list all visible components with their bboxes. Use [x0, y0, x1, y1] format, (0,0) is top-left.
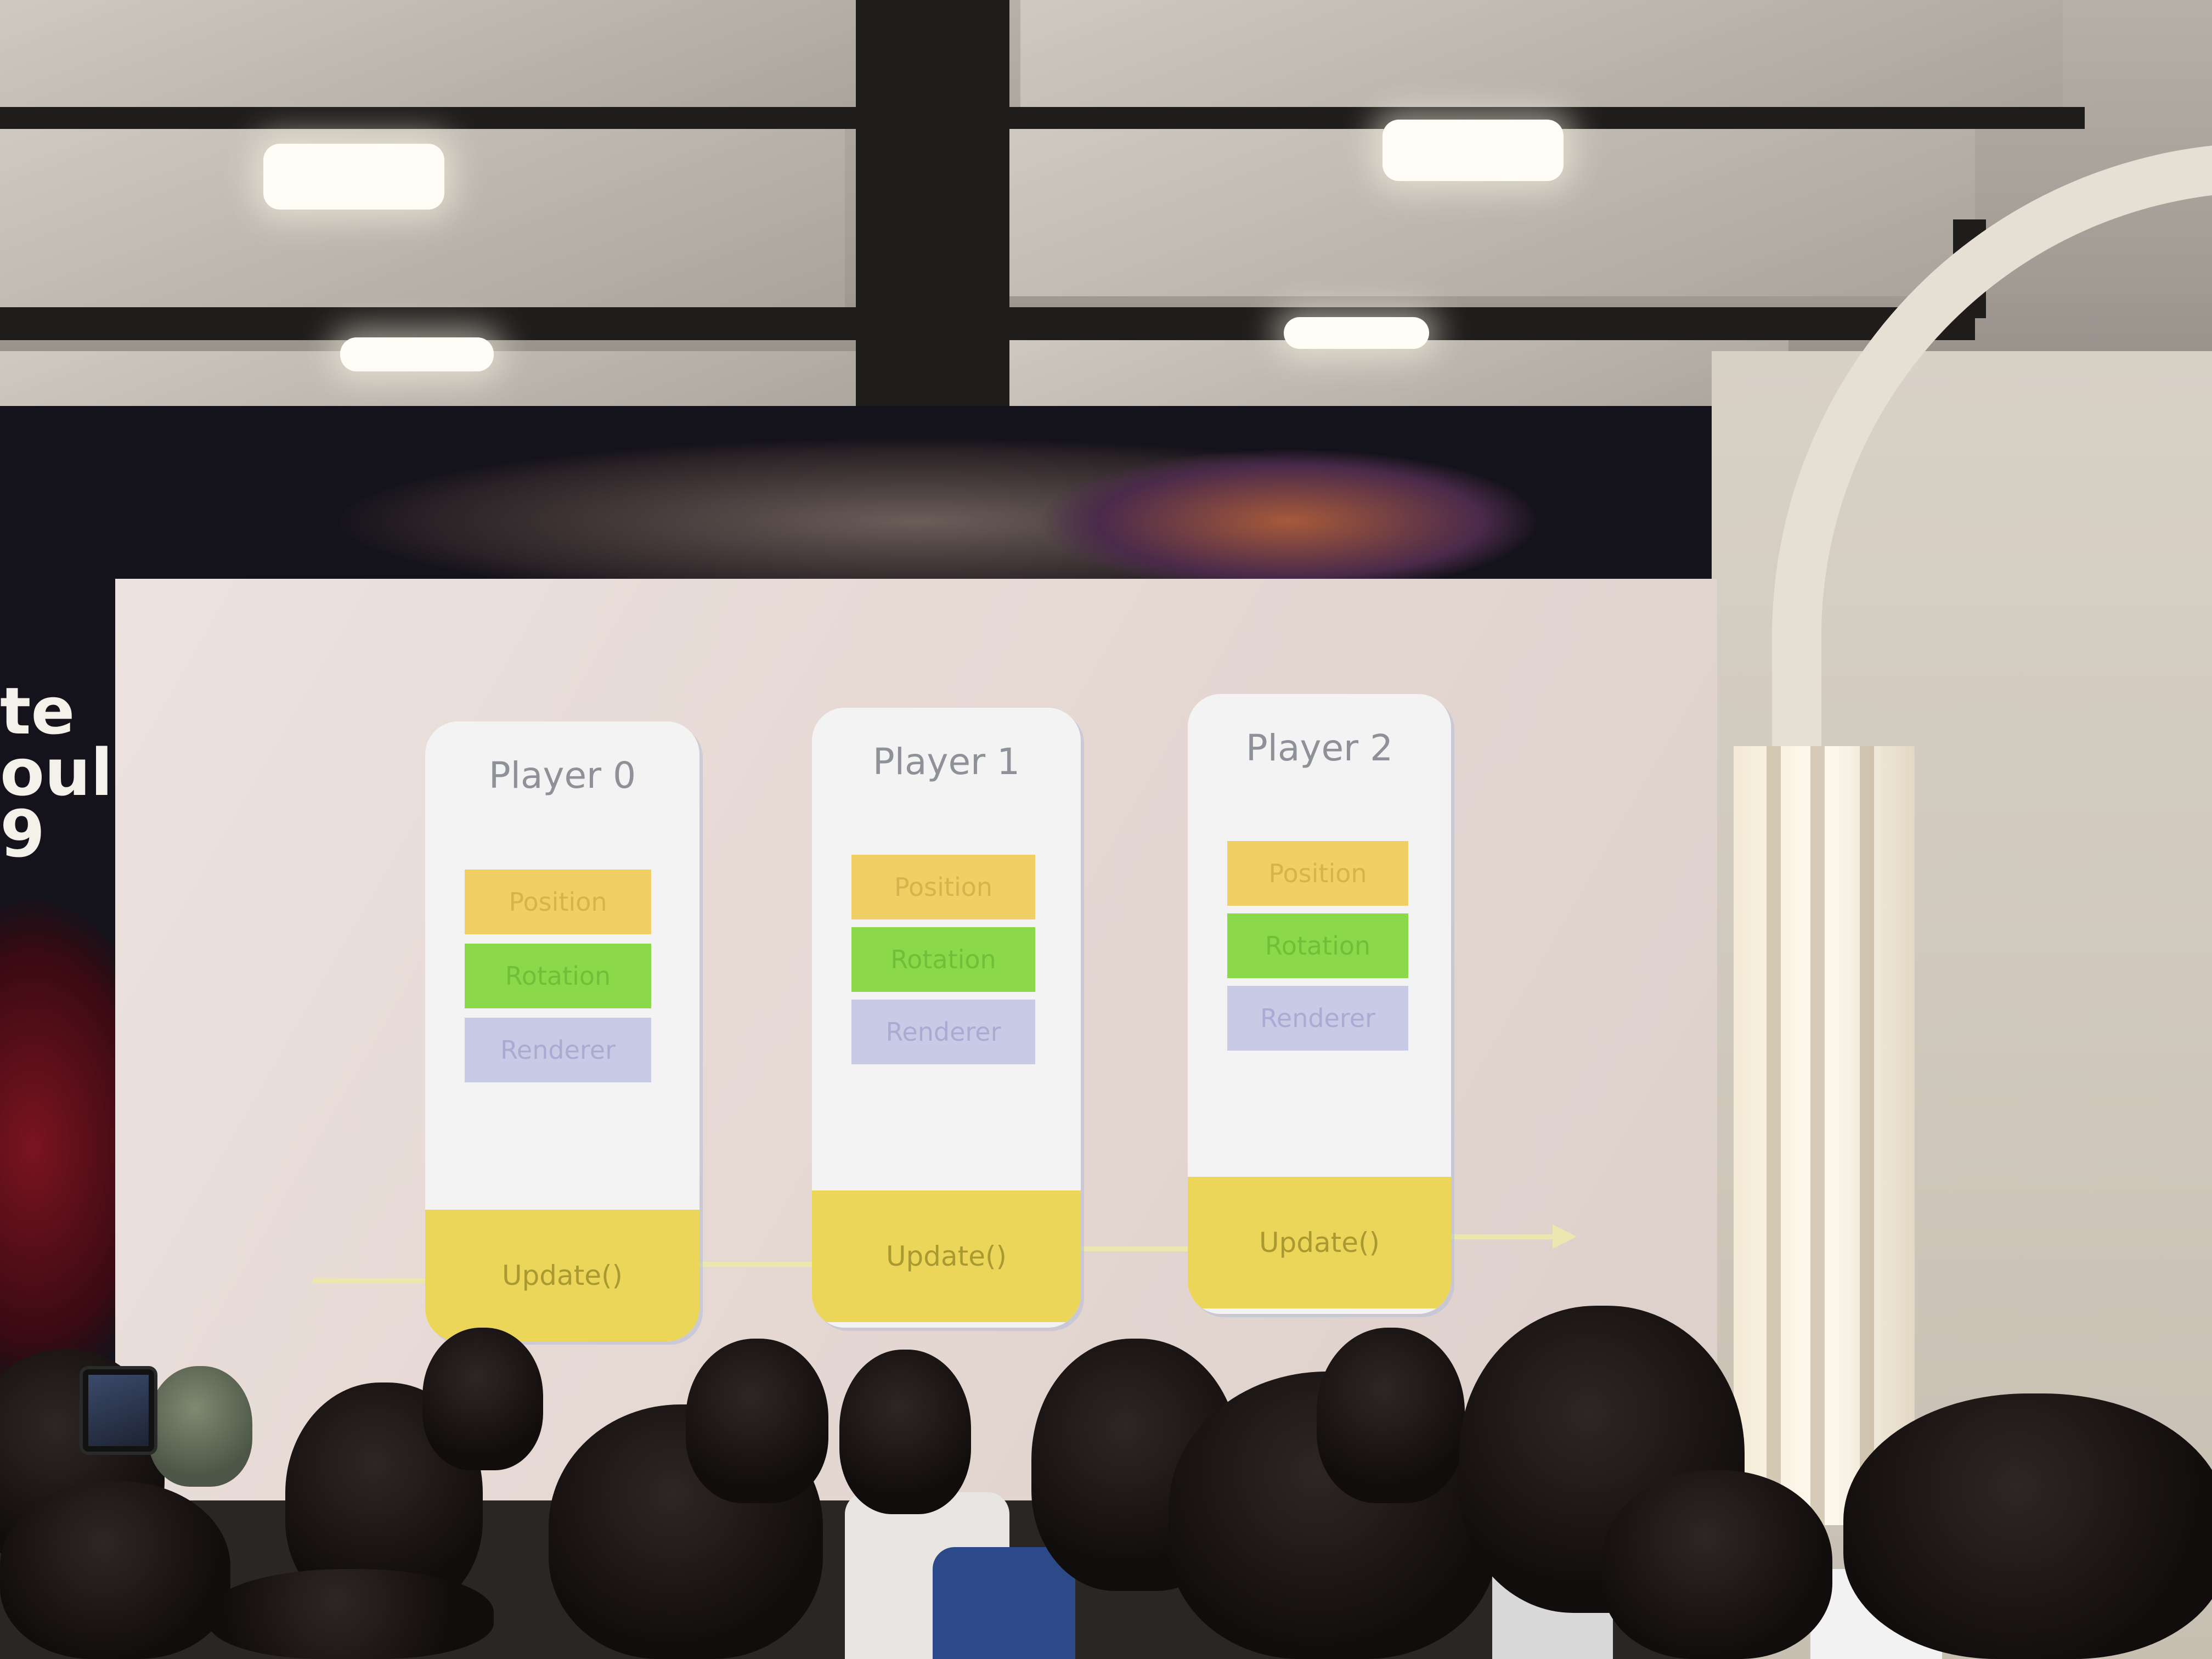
update-block: Update() [1188, 1177, 1451, 1308]
phone-icon [80, 1366, 157, 1455]
backdrop-swoosh [1042, 450, 1536, 592]
player-card: Player 1 Position Rotation Renderer Upda… [812, 708, 1081, 1328]
rotation-component: Rotation [851, 927, 1035, 992]
audience-head [208, 1569, 494, 1659]
player-title: Player 0 [488, 754, 636, 797]
curtain-fold [1767, 746, 1781, 1525]
renderer-component: Renderer [465, 1018, 651, 1082]
audience-head [422, 1328, 543, 1470]
renderer-component: Renderer [1227, 986, 1408, 1051]
audience-head [1317, 1328, 1465, 1503]
light-rail [0, 307, 1975, 340]
ceiling-light [1284, 317, 1429, 349]
curtain-fold [1810, 746, 1825, 1525]
audience-head [1602, 1470, 1832, 1659]
venue-text-line: te [0, 673, 75, 749]
venue-text-line: 9 [0, 796, 46, 872]
ceiling-light [263, 144, 444, 210]
venue-text-line: oul [0, 735, 113, 810]
audience-shirt [933, 1547, 1075, 1659]
rotation-component: Rotation [1227, 913, 1408, 978]
renderer-component: Renderer [851, 1000, 1035, 1064]
player-title: Player 2 [1245, 727, 1393, 769]
timeline-segment [697, 1262, 834, 1267]
ceiling-beam [0, 107, 2085, 129]
timeline-segment [313, 1278, 444, 1283]
audience-head [686, 1339, 828, 1503]
audience-head [0, 1481, 230, 1659]
position-component: Position [851, 855, 1035, 919]
ceiling-beam [856, 0, 1009, 439]
ceiling-light [1383, 120, 1564, 181]
venue-logo-text: te oul 9 [0, 673, 113, 872]
timeline-segment [1075, 1246, 1207, 1251]
curtain-fold [1860, 746, 1874, 1525]
ceiling-light [340, 337, 494, 371]
update-block: Update() [425, 1210, 699, 1341]
player-title: Player 1 [872, 741, 1020, 783]
timeline-segment [1448, 1234, 1558, 1239]
player-card: Player 0 Position Rotation Renderer Upda… [425, 721, 699, 1341]
ceiling-panel [0, 0, 867, 121]
update-block: Update() [812, 1190, 1081, 1322]
audience-head [839, 1350, 971, 1514]
audience-head [1843, 1393, 2212, 1659]
cap-icon [148, 1366, 252, 1487]
ceiling-panel [1020, 0, 2063, 110]
player-card: Player 2 Position Rotation Renderer Upda… [1188, 694, 1451, 1314]
phone-screen [88, 1375, 149, 1446]
rotation-component: Rotation [465, 944, 651, 1008]
position-component: Position [465, 870, 651, 934]
ceiling [0, 0, 2212, 450]
timeline-arrow-icon [1553, 1224, 1577, 1249]
position-component: Position [1227, 841, 1408, 906]
